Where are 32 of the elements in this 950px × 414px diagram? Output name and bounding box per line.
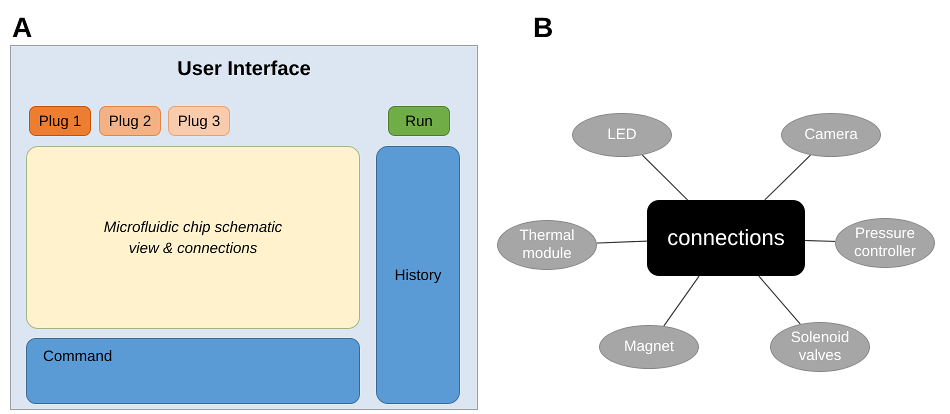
- connector-line: [596, 240, 648, 244]
- panel-letter: B: [533, 12, 554, 44]
- connector-line: [663, 276, 700, 326]
- button-label: Run: [405, 112, 433, 130]
- node-label: Pressure controller: [853, 225, 917, 261]
- node-label: Magnet: [624, 338, 674, 356]
- node-label: Microfluidic chip schematic view & connections: [102, 218, 284, 258]
- run-button: [388, 106, 450, 136]
- connector-line: [804, 240, 836, 242]
- connector-line: [758, 276, 801, 324]
- ui-panel: [10, 45, 478, 410]
- command-panel: [26, 338, 360, 404]
- plug-tab: [168, 106, 230, 136]
- node-label: Command: [43, 348, 112, 365]
- node-label: Plug 2: [108, 112, 152, 130]
- node-label: History: [394, 266, 442, 284]
- connector-line: [642, 154, 688, 200]
- node-label: Plug 1: [38, 112, 82, 130]
- node-label: Plug 3: [178, 112, 220, 130]
- history-panel: [376, 146, 460, 404]
- plug-tab: [29, 106, 91, 136]
- hub-box: [647, 200, 805, 276]
- schematic-view-panel: [26, 146, 360, 329]
- node-label: Solenoid valves: [790, 329, 850, 365]
- node-label: Camera: [804, 126, 858, 144]
- node-label: connections: [667, 225, 785, 251]
- plug-tab: [99, 106, 161, 136]
- node-label: Thermal module: [518, 227, 576, 263]
- panel-letter: A: [12, 12, 32, 44]
- connector-line: [764, 154, 811, 200]
- panel-title: User Interface: [177, 58, 311, 81]
- node-label: LED: [607, 126, 637, 144]
